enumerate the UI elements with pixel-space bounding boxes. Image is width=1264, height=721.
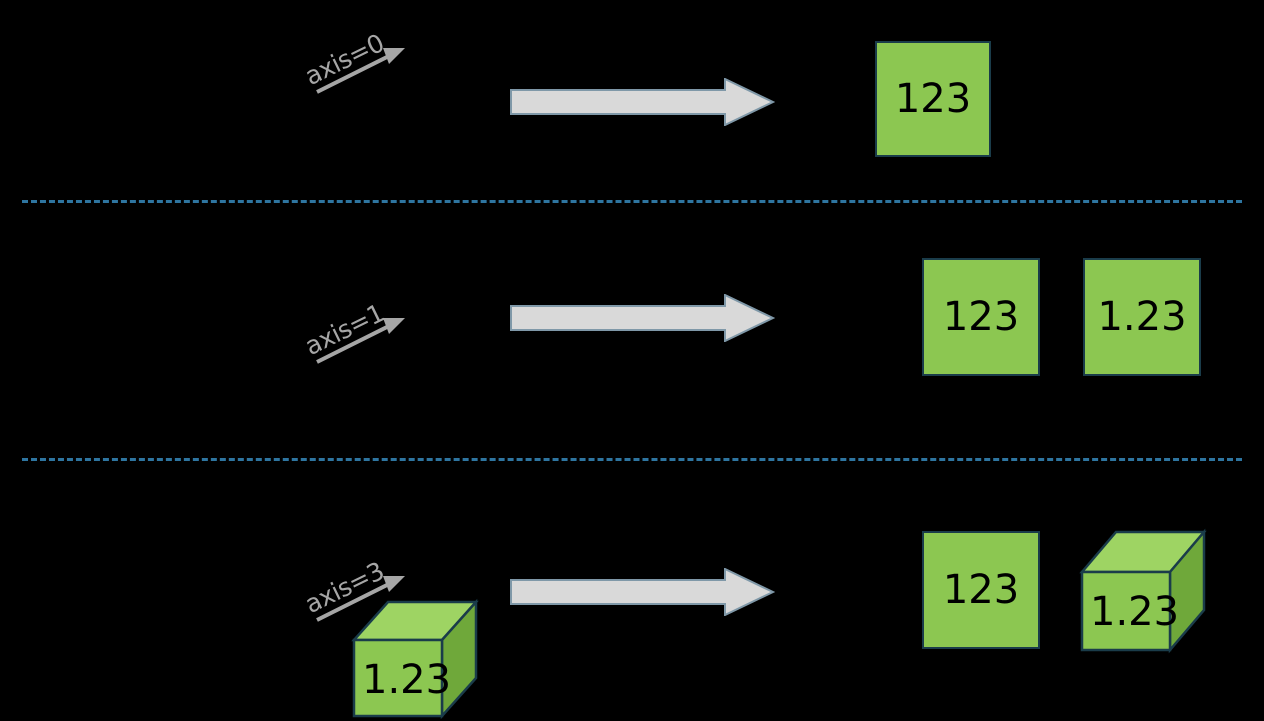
output-square-row2-0: 123: [922, 531, 1040, 649]
axis-label-group-3: axis=3: [300, 556, 415, 638]
axis-direction-arrow-icon: [316, 48, 405, 94]
axis-label-group-1: axis=1: [300, 298, 415, 380]
axis-label-group-0: axis=0: [300, 28, 415, 110]
row-divider-2: [22, 458, 1242, 461]
transform-arrow-icon-row-2: [510, 568, 775, 616]
square-value: 1.23: [1097, 294, 1187, 340]
square-value: 123: [942, 294, 1020, 340]
row-divider-1: [22, 200, 1242, 203]
diagram-row-axis-1: axis=1 123 1.23: [0, 200, 1264, 458]
cube-shape-icon: [351, 598, 479, 720]
output-square-row1-0: 123: [922, 258, 1040, 376]
output-square-row0-0: 123: [875, 41, 991, 157]
cube-value: 1.23: [362, 657, 452, 703]
cube-value: 1.23: [1090, 589, 1180, 635]
axis-direction-arrow-icon: [316, 576, 405, 622]
square-value: 123: [894, 76, 972, 122]
square-value: 123: [942, 567, 1020, 613]
transform-arrow-icon-row-0: [510, 78, 775, 126]
transform-arrow-icon-row-1: [510, 294, 775, 342]
axis-direction-arrow-icon: [316, 318, 405, 364]
diagram-row-axis-3: axis=3 1.23 123: [0, 458, 1264, 721]
output-square-row1-1: 1.23: [1083, 258, 1201, 376]
input-cube-row2: 1.23: [351, 598, 479, 720]
output-cube-row2: 1.23: [1079, 528, 1207, 654]
cube-shape-icon: [1079, 528, 1207, 654]
diagram-row-axis-0: axis=0 123: [0, 0, 1264, 200]
